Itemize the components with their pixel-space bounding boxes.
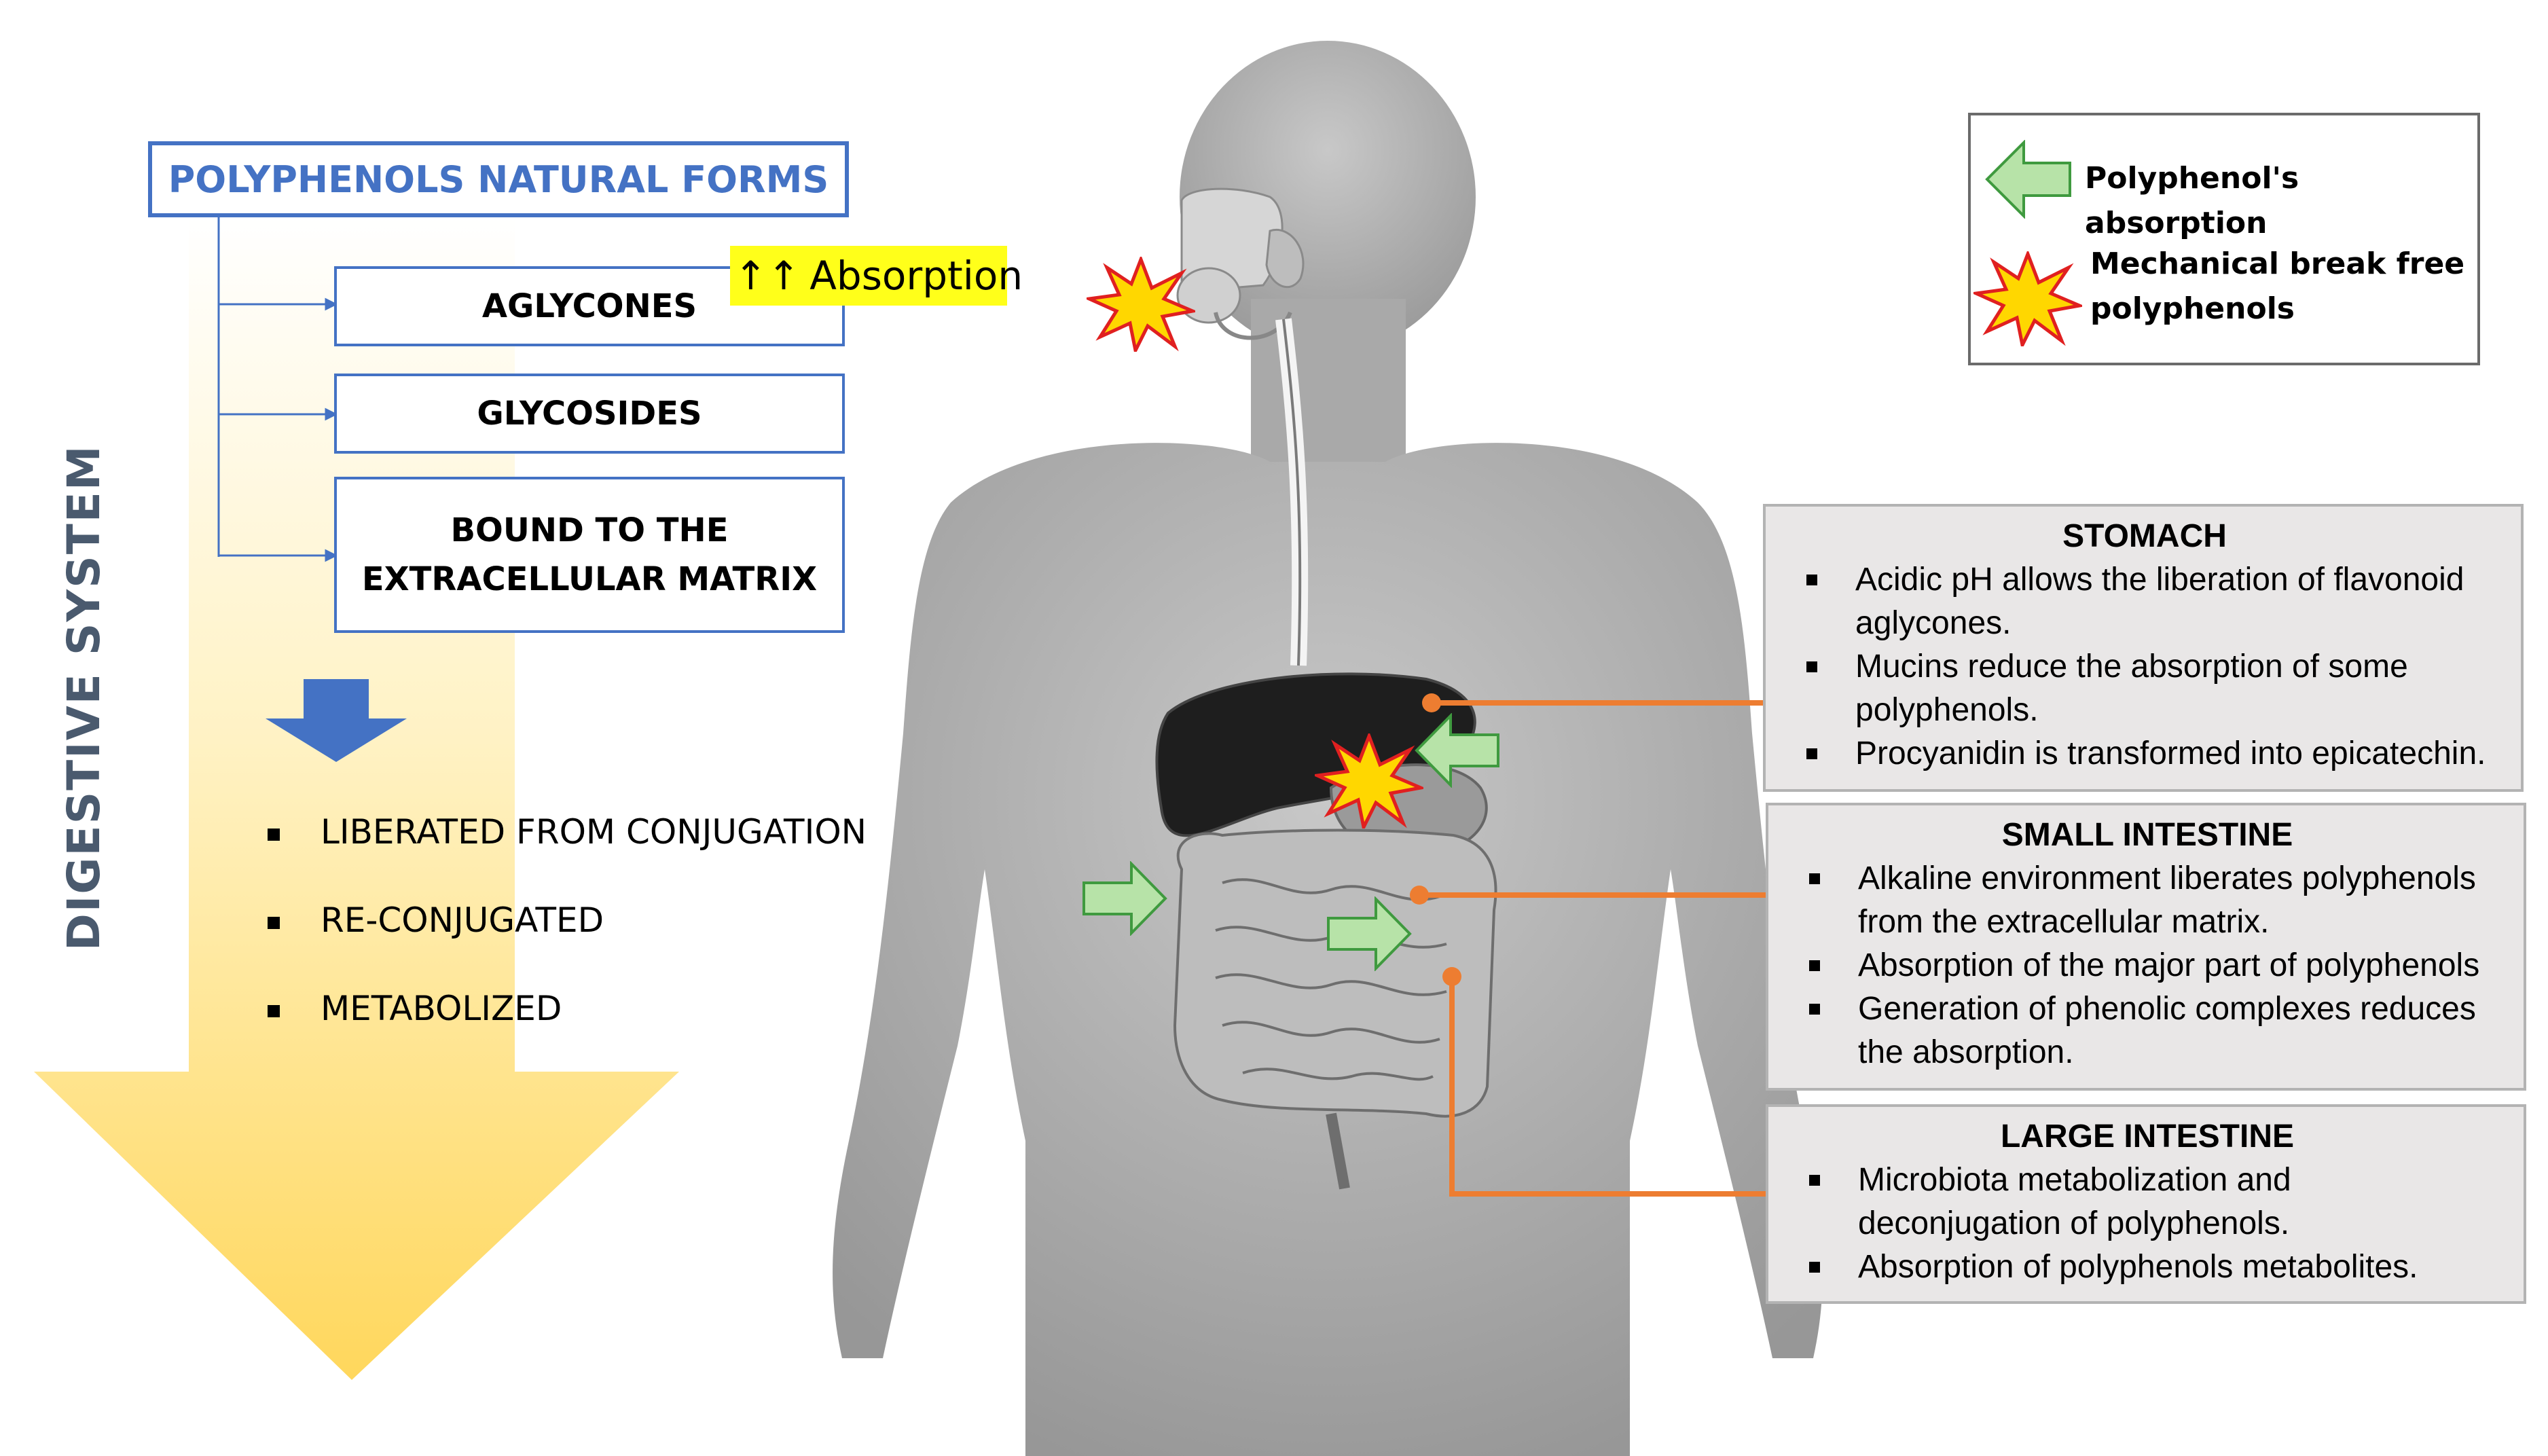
polyphenols-forms-title: POLYPHENOLS NATURAL FORMS [148, 141, 849, 217]
double-up-arrow-icon: ↑↑ [734, 253, 801, 299]
green-absorption-arrow-icon [1985, 140, 2071, 219]
legend-absorption-label: Polyphenol's absorption [2085, 161, 2299, 240]
info-line: Acidic pH allows the liberation of flavo… [1855, 562, 2464, 598]
info-line: Mucins reduce the absorption of some [1855, 649, 2408, 685]
form-label: GLYCOSIDES [477, 395, 702, 433]
large-intestine-info-box: LARGE INTESTINE Microbiota metabolizatio… [1766, 1104, 2526, 1304]
info-line: Alkaline environment liberates polypheno… [1858, 860, 2476, 896]
legend-mechanical-label: Mechanical break free polyphenols [2090, 242, 2464, 331]
info-line: polyphenols. [1855, 692, 2039, 728]
info-title: STOMACH [2062, 518, 2227, 554]
info-line: Absorption of polyphenols metabolites. [1858, 1249, 2418, 1285]
info-line: Procyanidin is transformed into epicatec… [1855, 735, 2486, 771]
small-intestine-info-box: SMALL INTESTINE Alkaline environment lib… [1766, 803, 2526, 1091]
stomach-info-box: STOMACH Acidic pH allows the liberation … [1763, 504, 2524, 792]
form-tree-connectors [217, 213, 338, 562]
form-box-aglycones: AGLYCONES [334, 266, 845, 346]
process-item: LIBERATED FROM CONJUGATION [265, 812, 867, 852]
info-item: Procyanidin is transformed into epicatec… [1786, 732, 2503, 776]
info-item: Acidic pH allows the liberation of flavo… [1786, 558, 2503, 645]
info-line: Generation of phenolic complexes reduces [1858, 991, 2476, 1027]
form-label-line: EXTRACELLULAR MATRIX [361, 560, 818, 598]
process-item: METABOLIZED [265, 989, 867, 1028]
info-title: SMALL INTESTINE [2001, 817, 2293, 853]
info-item: Absorption of polyphenols metabolites. [1789, 1245, 2506, 1289]
legend-line: Mechanical break free [2090, 247, 2465, 281]
info-item: Absorption of the major part of polyphen… [1789, 944, 2506, 987]
absorption-badge: ↑↑ Absorption [730, 246, 1023, 306]
legend: Polyphenol's absorption Mechanical break… [1968, 113, 2480, 365]
mechanical-burst-icon [1315, 733, 1423, 829]
form-box-bound-matrix: BOUND TO THE EXTRACELLULAR MATRIX [334, 477, 845, 633]
info-line: from the extracellular matrix. [1858, 904, 2270, 940]
form-label: AGLYCONES [481, 287, 697, 325]
info-line: aglycones. [1855, 605, 2012, 641]
form-box-glycosides: GLYCOSIDES [334, 374, 845, 454]
digestive-system-arrow [34, 217, 679, 1380]
esophagus-outline [1282, 318, 1302, 666]
head-internal-anatomy [1176, 187, 1305, 340]
green-absorption-arrow-icon [1082, 861, 1167, 936]
absorption-badge-text: Absorption [809, 253, 1023, 299]
info-line: the absorption. [1858, 1034, 2074, 1070]
info-item: Microbiota metabolization and deconjugat… [1789, 1159, 2506, 1245]
mechanical-burst-icon [1973, 251, 2082, 346]
process-list: LIBERATED FROM CONJUGATION RE-CONJUGATED… [265, 812, 867, 1077]
info-item: Alkaline environment liberates polypheno… [1789, 857, 2506, 944]
info-line: deconjugation of polyphenols. [1858, 1205, 2290, 1241]
green-absorption-arrow-icon [1415, 713, 1499, 788]
info-item: Mucins reduce the absorption of some pol… [1786, 645, 2503, 732]
info-item: Generation of phenolic complexes reduces… [1789, 987, 2506, 1074]
mechanical-burst-icon [1087, 257, 1195, 352]
green-absorption-arrow-icon [1327, 896, 1412, 971]
process-item: RE-CONJUGATED [265, 900, 867, 940]
info-line: Microbiota metabolization and [1858, 1162, 2291, 1198]
info-title: LARGE INTESTINE [2000, 1118, 2295, 1154]
blue-down-arrow-icon [266, 679, 407, 762]
info-line: Absorption of the major part of polyphen… [1858, 947, 2480, 983]
legend-line: polyphenols [2090, 291, 2295, 326]
form-label-line: BOUND TO THE [450, 511, 729, 549]
